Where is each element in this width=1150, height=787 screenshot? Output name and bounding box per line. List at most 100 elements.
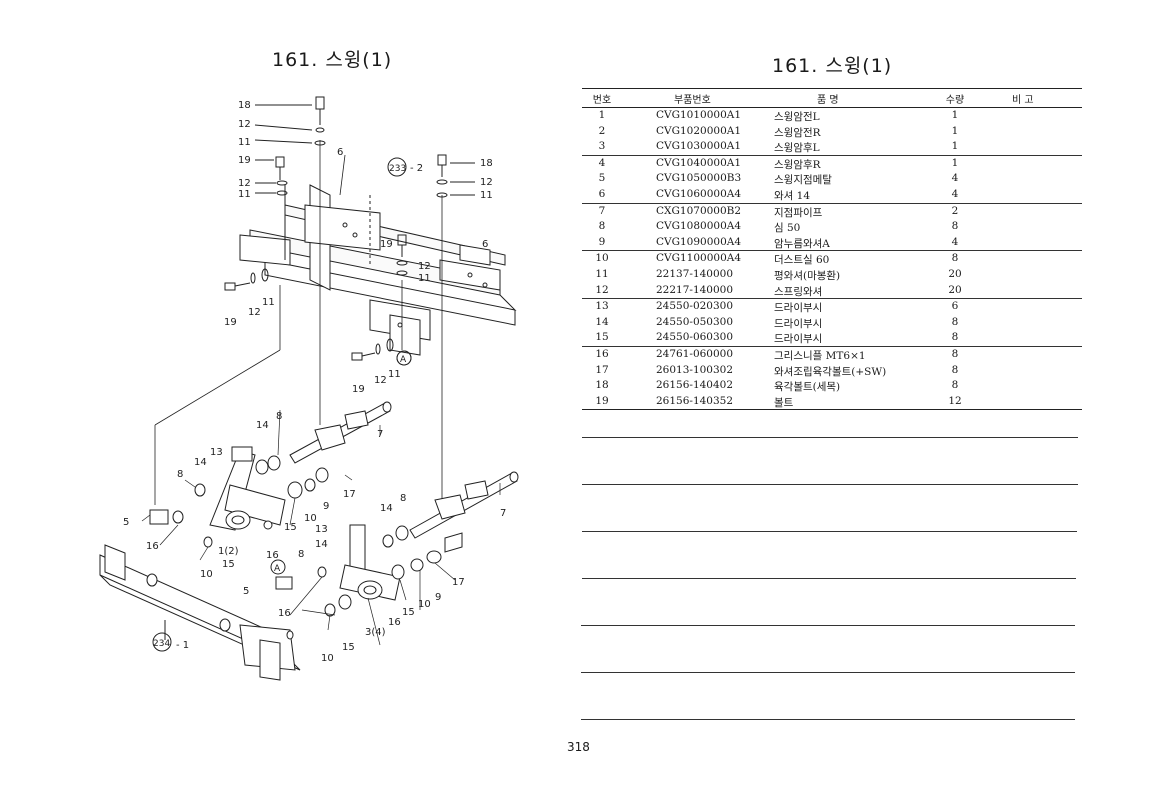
exploded-parts-diagram: 18 12 11 19 12 11 6 233 - 2 18 12 11 19 … bbox=[99, 96, 519, 681]
row-name: 스윙암후R bbox=[774, 158, 821, 171]
header-no: 번호 bbox=[592, 95, 612, 106]
row-part-number: 26013-100302 bbox=[656, 363, 734, 376]
label-11: 11 bbox=[480, 190, 493, 201]
label-16: 16 bbox=[278, 608, 291, 619]
ref-markers bbox=[152, 157, 412, 652]
row-part-number: CVG1090000A4 bbox=[656, 235, 742, 248]
row-qty: 1 bbox=[951, 140, 959, 153]
blank-line bbox=[582, 578, 1076, 579]
row-number: 17 bbox=[595, 363, 609, 376]
label-16: 16 bbox=[146, 541, 159, 552]
row-qty: 20 bbox=[948, 267, 962, 280]
label-7: 7 bbox=[500, 508, 506, 519]
row-number: 6 bbox=[598, 187, 606, 200]
row-name: 암누름와셔A bbox=[774, 237, 830, 250]
label-10: 10 bbox=[321, 653, 334, 664]
row-name: 스윙암전L bbox=[774, 111, 820, 123]
blank-line bbox=[581, 719, 1075, 720]
row-number: 13 bbox=[595, 300, 609, 313]
row-part-number: CVG1080000A4 bbox=[656, 220, 742, 233]
row-name: 심 50 bbox=[774, 222, 801, 235]
row-number: 16 bbox=[595, 347, 609, 360]
label-12: 12 bbox=[374, 375, 387, 386]
upper-pivot-shaft bbox=[289, 401, 392, 464]
label-11: 11 bbox=[238, 137, 251, 148]
label-18: 18 bbox=[238, 100, 251, 111]
label-12: 12 bbox=[248, 307, 261, 318]
lower-pivot-shaft bbox=[409, 471, 519, 539]
row-qty: 2 bbox=[951, 204, 959, 217]
label-12: 12 bbox=[238, 119, 251, 130]
label-19: 19 bbox=[352, 384, 365, 395]
label-15: 15 bbox=[342, 642, 355, 653]
row-part-number: CVG1100000A4 bbox=[656, 252, 742, 265]
row-name: 스윙지점메탈 bbox=[774, 174, 832, 187]
row-number: 4 bbox=[598, 156, 606, 169]
label-6: 6 bbox=[482, 239, 488, 250]
label-13: 13 bbox=[315, 524, 328, 535]
row-qty: 8 bbox=[951, 363, 959, 376]
diagram-title: 161. 스윙(1) bbox=[272, 49, 393, 71]
label-14: 14 bbox=[256, 420, 269, 431]
row-number: 10 bbox=[595, 252, 609, 265]
row-number: 12 bbox=[595, 283, 609, 296]
row-number: 3 bbox=[598, 140, 606, 153]
row-qty: 12 bbox=[948, 394, 962, 407]
label-12: 12 bbox=[238, 178, 251, 189]
swing-arm-rear bbox=[275, 524, 463, 617]
row-part-number: CVG1040000A1 bbox=[656, 156, 742, 169]
row-part-number: CVG1050000B3 bbox=[656, 172, 742, 185]
label-13: 13 bbox=[210, 447, 223, 458]
row-part-number: 24550-050300 bbox=[656, 315, 734, 328]
row-name: 더스트실 60 bbox=[774, 254, 830, 267]
header-name: 품 명 bbox=[817, 95, 839, 106]
row-number: 9 bbox=[598, 235, 606, 248]
blank-line bbox=[581, 672, 1075, 673]
label-233-suffix: - 2 bbox=[410, 163, 423, 174]
row-part-number: 24761-060000 bbox=[656, 347, 734, 360]
label-234: 234 bbox=[153, 639, 170, 649]
label-12: 12 bbox=[480, 177, 493, 188]
label-9: 9 bbox=[435, 592, 441, 603]
page-number: 318 bbox=[567, 740, 590, 754]
row-name: 와셔 14 bbox=[774, 189, 811, 202]
row-number: 5 bbox=[598, 172, 606, 185]
row-part-number: 24550-020300 bbox=[656, 300, 734, 313]
upper-frame bbox=[239, 184, 517, 356]
label-5: 5 bbox=[123, 517, 129, 528]
label-15: 15 bbox=[402, 607, 415, 618]
row-qty: 8 bbox=[951, 331, 959, 344]
table-title: 161. 스윙(1) bbox=[772, 55, 893, 77]
label-234-suffix: - 1 bbox=[176, 640, 189, 651]
label-17: 17 bbox=[452, 577, 465, 588]
label-18: 18 bbox=[480, 158, 493, 169]
label-10: 10 bbox=[304, 513, 317, 524]
label-14: 14 bbox=[380, 503, 393, 514]
row-number: 2 bbox=[598, 124, 606, 137]
label-8: 8 bbox=[177, 469, 183, 480]
row-part-number: CVG1010000A1 bbox=[656, 109, 742, 121]
label-7: 7 bbox=[377, 429, 383, 440]
label-14: 14 bbox=[315, 539, 328, 550]
row-part-number: 24550-060300 bbox=[656, 331, 734, 344]
row-name: 드라이부시 bbox=[774, 333, 823, 346]
row-qty: 8 bbox=[951, 347, 959, 360]
row-part-number: CXG1070000B2 bbox=[656, 204, 742, 217]
blank-line bbox=[581, 625, 1075, 626]
row-name: 평와셔(마봉환) bbox=[774, 269, 841, 282]
header-qty: 수량 bbox=[945, 95, 965, 106]
table-bottom-rule bbox=[582, 409, 1082, 411]
leader-lines bbox=[141, 409, 501, 646]
